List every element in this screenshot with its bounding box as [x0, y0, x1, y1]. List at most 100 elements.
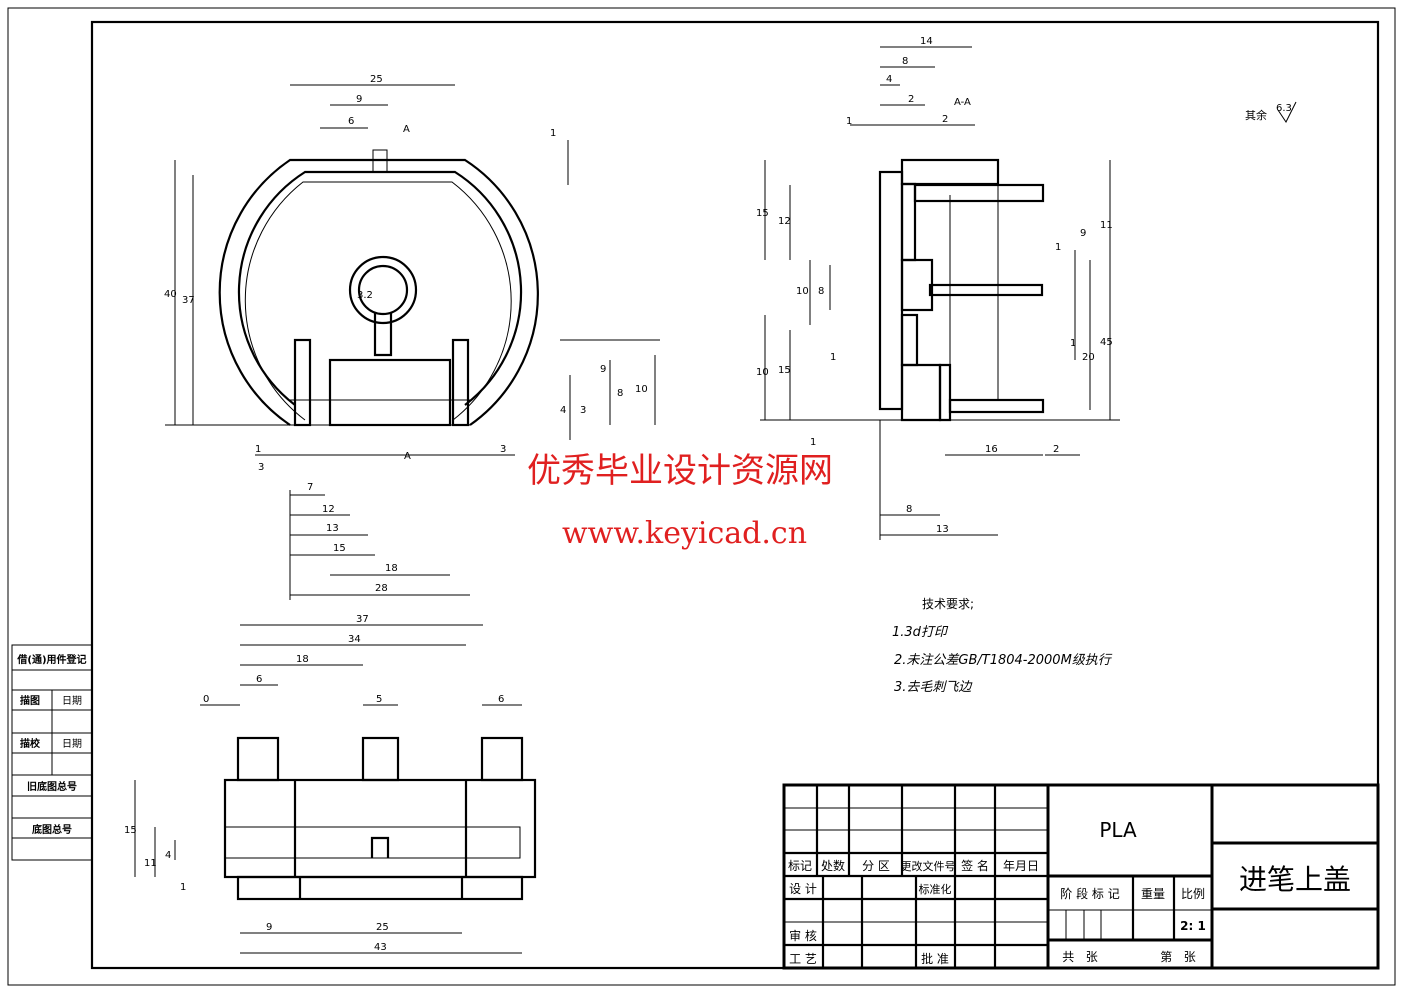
dim-label: 13 [326, 523, 339, 534]
tech-req-title: 技术要求; [922, 597, 974, 611]
dim-label: 5 [376, 694, 382, 705]
dim-label: 4 [560, 405, 566, 416]
dim-label: 7 [307, 482, 313, 493]
section-mark: A [403, 124, 410, 135]
dim-label: 0 [203, 694, 209, 705]
dim-label: 45 [1100, 337, 1113, 348]
dim-label: 8 [818, 286, 824, 297]
dim-label: 12 [778, 216, 791, 227]
material-label: PLA [1099, 818, 1137, 842]
section-title: A-A [954, 97, 971, 108]
bottom-view: 37 34 18 6 5 6 0 15 11 4 1 9 25 43 [124, 614, 537, 954]
dim-label: 20 [1082, 352, 1095, 363]
dim-label: 34 [348, 634, 361, 645]
roughness-label: 其余 [1245, 108, 1267, 122]
watermark-text: 优秀毕业设计资源网 [527, 451, 833, 491]
header-zone: 分 区 [862, 859, 890, 873]
title-block: 标记 处数 分 区 更改文件号 签 名 年月日 设 计 标准化 审 核 工 艺 … [782, 783, 1380, 970]
dim-label: 11 [144, 858, 157, 869]
dim-label: 9 [1080, 228, 1086, 239]
dim-label: 25 [376, 922, 389, 933]
drawing-frame [90, 20, 1380, 970]
dim-label: 4 [165, 850, 171, 861]
tech-req-item: 1.3d打印 [892, 625, 949, 640]
dim-label: 16 [985, 444, 998, 455]
dim-label: 1 [1055, 242, 1061, 253]
dim-label: 15 [333, 543, 346, 554]
dim-label: 2 [942, 114, 948, 125]
dim-label: 1 [255, 444, 261, 455]
stage-label: 阶 段 标 记 [1060, 886, 1119, 901]
dim-label: 9 [600, 364, 606, 375]
dim-label: 8 [906, 504, 912, 515]
dim-label: 1 [810, 437, 816, 448]
dim-label: 37 [356, 614, 369, 625]
side-view-section: 14 8 4 2 1 2 A-A 15 12 9 11 1 10 8 1 20 … [756, 36, 1120, 540]
front-view: 25 9 6 A 1 40 37 3.2 9 8 10 4 3 1 3 7 12… [164, 74, 660, 600]
dim-label: 10 [635, 384, 648, 395]
tech-req-item: 3.去毛刺飞边 [894, 680, 973, 695]
header-date: 年月日 [1003, 859, 1039, 873]
dim-label: 3 [580, 405, 586, 416]
part-name: 进笔上盖 [1239, 863, 1351, 896]
tech-req-item: 2.未注公差GB/T1804-2000M级执行 [894, 653, 1113, 668]
dim-label: 13 [936, 524, 949, 535]
dim-label: 6 [348, 116, 354, 127]
dim-label: 6 [498, 694, 504, 705]
dim-label: 2 [908, 94, 914, 105]
dim-label: 18 [296, 654, 309, 665]
dim-label: 2 [1053, 444, 1059, 455]
dim-label: 43 [374, 942, 387, 953]
process-label: 工 艺 [789, 952, 817, 966]
dim-label: 10 [796, 286, 809, 297]
dim-label: 1 [180, 882, 186, 893]
dim-label: 15 [124, 825, 137, 836]
dim-label: 4 [886, 74, 892, 85]
dim-label: 14 [920, 36, 933, 47]
technical-requirements: 技术要求; 1.3d打印 2.未注公差GB/T1804-2000M级执行 3.去… [892, 597, 1113, 695]
dim-label: 12 [322, 504, 335, 515]
dim-label: 18 [385, 563, 398, 574]
header-signature: 签 名 [961, 858, 989, 873]
check-label: 描校 [20, 737, 41, 750]
dim-label: 9 [266, 922, 272, 933]
dim-label: 3 [258, 462, 264, 473]
dim-label: 10 [756, 367, 769, 378]
old-number-label: 旧底图总号 [27, 780, 77, 793]
review-label: 审 核 [789, 928, 817, 943]
dim-label: 3 [500, 444, 506, 455]
dim-label: 37 [182, 295, 195, 306]
sheet-number-label: 第 张 [1160, 950, 1195, 964]
dim-label: 6 [256, 674, 262, 685]
total-sheets-label: 共 张 [1062, 950, 1097, 964]
dim-label: 9 [356, 94, 362, 105]
dim-label: 1 [830, 352, 836, 363]
roughness-symbol-icon [1277, 101, 1297, 123]
date-label: 日期 [62, 695, 82, 707]
roughness-note: 其余 6.3 [1245, 101, 1297, 123]
dim-label: 15 [778, 365, 791, 376]
dim-label: 1 [846, 116, 852, 127]
dim-label: 8 [617, 388, 623, 399]
dim-label: 40 [164, 289, 177, 300]
design-label: 设 计 [789, 882, 817, 896]
weight-label: 重量 [1141, 887, 1165, 901]
header-mark: 标记 [788, 859, 812, 873]
approve-label: 批 准 [921, 951, 949, 966]
base-number-label: 底图总号 [32, 823, 72, 836]
header-count: 处数 [821, 858, 845, 873]
roughness-value: 6.3 [1276, 103, 1292, 114]
draw-label: 描图 [20, 694, 40, 707]
borrow-label: 借(通)用件登记 [16, 653, 86, 666]
roughness-label: 3.2 [357, 290, 373, 301]
dim-label: 28 [375, 583, 388, 594]
side-register: 借(通)用件登记 描图 日期 描校 日期 旧底图总号 底图总号 [11, 644, 93, 861]
scale-value: 2: 1 [1180, 919, 1206, 933]
dim-label: 15 [756, 208, 769, 219]
date-label: 日期 [62, 738, 82, 750]
watermark-url: www.keyicad.cn [562, 516, 808, 551]
header-change-doc: 更改文件号 [901, 859, 956, 873]
dim-label: 11 [1100, 220, 1113, 231]
dim-label: 1 [550, 128, 556, 139]
